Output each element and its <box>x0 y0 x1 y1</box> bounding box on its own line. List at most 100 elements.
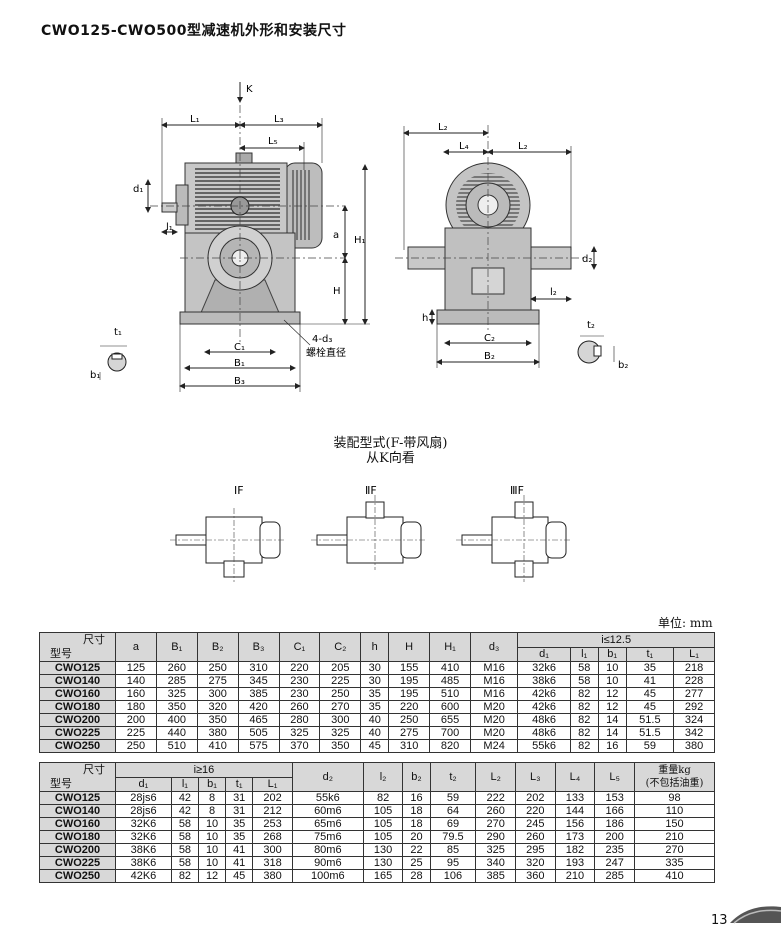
label-t1: t₁ <box>114 327 122 338</box>
table-cell: 32k6 <box>517 661 571 675</box>
table-cell: 133 <box>554 791 596 805</box>
table-cell: 58 <box>170 843 200 857</box>
table-cell: 59 <box>429 791 477 805</box>
table-cell: 195 <box>388 687 431 701</box>
table-cell: 325 <box>475 843 517 857</box>
table-cell: 82 <box>170 869 200 883</box>
table-cell: 82 <box>569 713 599 727</box>
table-cell: 18 <box>402 804 431 818</box>
table-cell: 260 <box>515 830 556 844</box>
table-cell: 90m6 <box>291 856 364 870</box>
table-cell: 150 <box>634 817 715 831</box>
table-cell: 245 <box>515 817 556 831</box>
model-cell: CWO125 <box>39 661 116 675</box>
table-cell: 98 <box>634 791 715 805</box>
table-cell: 247 <box>594 856 635 870</box>
table-cell: 10 <box>597 661 627 675</box>
table-cell: 310 <box>237 661 280 675</box>
table-cell: 130 <box>362 843 404 857</box>
table-cell: 202 <box>252 791 293 805</box>
label-t2: t₂ <box>587 320 595 331</box>
table-cell: 100m6 <box>291 869 364 883</box>
table-cell: 12 <box>197 869 227 883</box>
table-cell: 35 <box>225 830 254 844</box>
table-cell: 58 <box>170 856 200 870</box>
label-L5: L₅ <box>268 136 278 147</box>
table2-col-L2: L₂ <box>475 762 517 792</box>
table-cell: 285 <box>155 674 198 688</box>
table-cell: 48k6 <box>517 713 571 727</box>
model-cell: CWO140 <box>39 804 116 818</box>
model-cell: CWO225 <box>39 856 116 870</box>
table-cell: 820 <box>429 739 471 753</box>
table2-group: i≥16 <box>115 762 293 778</box>
table1-col-B1: B₁ <box>155 632 198 662</box>
table-cell: 82 <box>569 700 599 714</box>
table-cell: 40 <box>360 726 390 740</box>
table1-sub-t1: t₁ <box>625 646 675 662</box>
table-cell: 270 <box>634 843 715 857</box>
table-cell: 325 <box>278 726 321 740</box>
side-view: L₂ L₄ L₂ d₂ l₂ h C₂ B₂ t₂ b₂ <box>395 122 628 371</box>
table-cell: 275 <box>388 726 431 740</box>
table-cell: 350 <box>196 713 239 727</box>
table-cell: 270 <box>475 817 517 831</box>
table-cell: 310 <box>388 739 431 753</box>
table-cell: 340 <box>475 856 517 870</box>
table-cell: 380 <box>673 739 715 753</box>
table-cell: 32K6 <box>115 817 172 831</box>
table2-col-L4: L₄ <box>554 762 596 792</box>
table1-col-B2: B₂ <box>196 632 239 662</box>
table-cell: 14 <box>597 726 627 740</box>
table-cell: 153 <box>594 791 635 805</box>
table-cell: 16 <box>597 739 627 753</box>
table-cell: 42 <box>170 791 200 805</box>
table2-col-weight: 重量kg (不包括油重) <box>634 762 715 792</box>
table-cell: 58 <box>170 830 200 844</box>
label-bolt: 螺栓直径 <box>306 346 346 359</box>
table-cell: 45 <box>225 869 254 883</box>
table-cell: 38K6 <box>115 843 172 857</box>
assembly-types: ⅠF ⅡF ⅢF <box>170 484 571 582</box>
table1-col-C2: C₂ <box>319 632 362 662</box>
table-cell: 105 <box>362 817 404 831</box>
table-cell: 8 <box>197 804 227 818</box>
table-cell: 380 <box>252 869 293 883</box>
table-cell: 165 <box>362 869 404 883</box>
label-a: a <box>333 230 339 241</box>
label-L1: L₁ <box>190 114 200 125</box>
table1-sub-b1: b₁ <box>597 646 627 662</box>
table-cell: 575 <box>237 739 280 753</box>
table-cell: 130 <box>362 856 404 870</box>
table-cell: 30 <box>360 674 390 688</box>
table-cell: 106 <box>429 869 477 883</box>
table-cell: 10 <box>197 817 227 831</box>
table-cell: M16 <box>469 661 519 675</box>
model-cell: CWO180 <box>39 700 116 714</box>
assembly-3F <box>456 495 571 582</box>
table-cell: 295 <box>515 843 556 857</box>
table1-col-d3: d₃ <box>469 632 519 662</box>
label-d3: 4-d₃ <box>312 334 332 345</box>
model-cell: CWO250 <box>39 869 116 883</box>
label-d1: d₁ <box>133 184 143 195</box>
model-cell: CWO200 <box>39 713 116 727</box>
table-cell: 40 <box>360 713 390 727</box>
table-cell: 350 <box>155 700 198 714</box>
table2-sub-L1: L₁ <box>252 776 293 792</box>
assembly-type-1: ⅠF <box>234 484 244 497</box>
table2-sub-l1: l₁ <box>170 776 200 792</box>
label-L2a: L₂ <box>438 122 448 133</box>
table-cell: 45 <box>625 687 675 701</box>
table1-sub-l1: l₁ <box>569 646 599 662</box>
page-corner-swoosh <box>730 906 781 924</box>
table-cell: 59 <box>625 739 675 753</box>
table2-col-L5: L₅ <box>594 762 635 792</box>
table-cell: 320 <box>515 856 556 870</box>
table-cell: 320 <box>196 700 239 714</box>
table-cell: 80m6 <box>291 843 364 857</box>
